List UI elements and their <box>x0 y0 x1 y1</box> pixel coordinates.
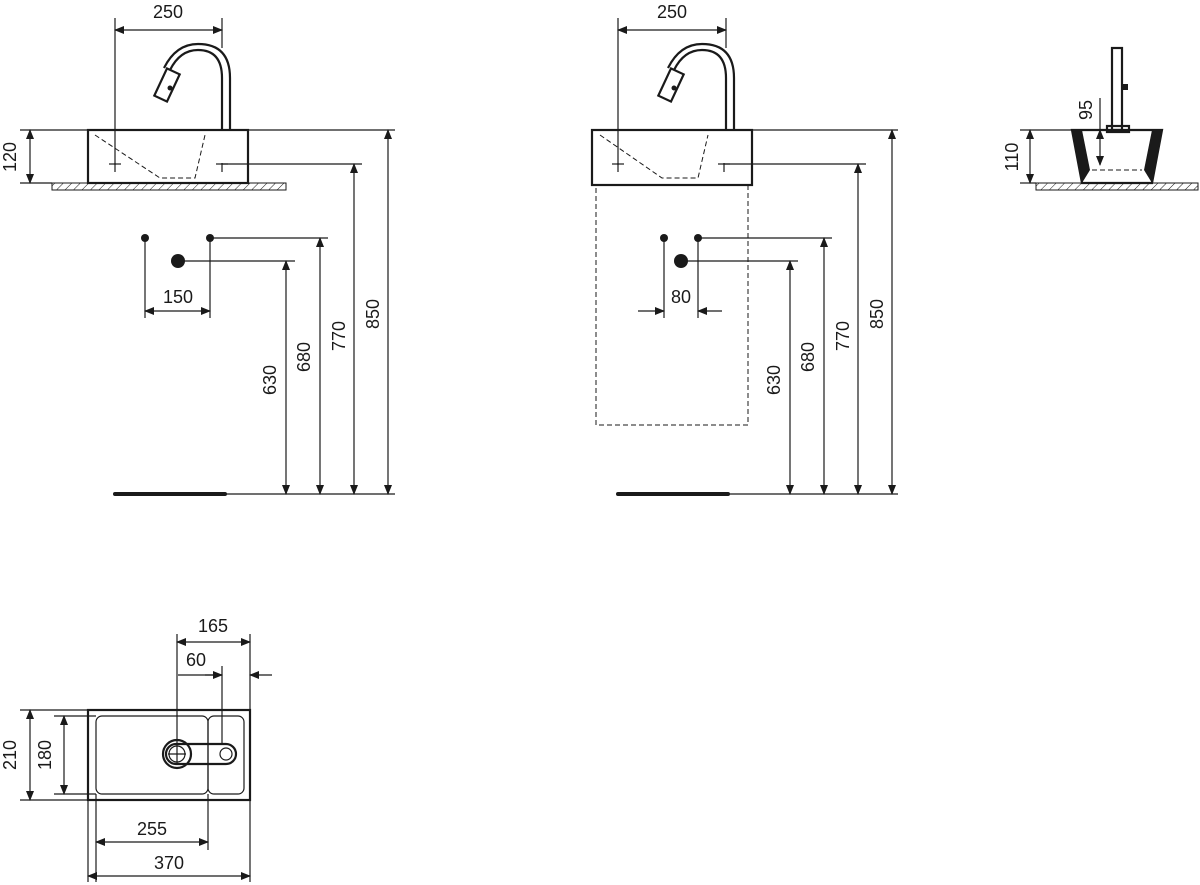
dim-tap-hole-offset: 60 <box>186 650 206 670</box>
front-view-right: 250 80 630 680 770 850 <box>590 2 898 496</box>
basin-body-right <box>590 128 754 187</box>
dim-inner-depth: 180 <box>35 740 55 770</box>
dim-tap-projection: 95 <box>1076 100 1096 120</box>
tap-spout <box>169 48 224 130</box>
dim-tap-offset: 165 <box>198 616 228 636</box>
tap-nozzle-right <box>656 66 686 104</box>
dim-waste-height: 630 <box>260 365 280 395</box>
vanity-cabinet-outline <box>595 184 749 426</box>
dim-tap-hole-height: 770 <box>329 321 349 351</box>
dim-tap-spacing: 250 <box>153 2 183 22</box>
wall-hatch <box>51 182 287 191</box>
side-wall-hatch <box>1035 182 1199 191</box>
dim-rim-height: 850 <box>363 299 383 329</box>
basin-body <box>86 128 250 185</box>
top-view: 165 60 210 180 255 370 <box>0 616 272 882</box>
dim-inlet-height-right: 680 <box>798 342 818 372</box>
top-tap <box>164 742 238 766</box>
dim-basin-height: 120 <box>0 142 20 172</box>
dim-inlet-height: 680 <box>294 342 314 372</box>
top-basin-outer <box>86 708 252 802</box>
dim-waste-height-right: 630 <box>764 365 784 395</box>
dim-rim-height-right: 850 <box>867 299 887 329</box>
tap-nozzle <box>152 66 182 104</box>
dim-bowl-width: 255 <box>137 819 167 839</box>
dim-inlet-spacing-right: 80 <box>671 287 691 307</box>
side-view: 95 110 <box>1002 46 1199 191</box>
top-deck <box>207 715 245 795</box>
dim-tap-hole-height-right: 770 <box>833 321 853 351</box>
dim-tap-spacing-right: 250 <box>657 2 687 22</box>
dim-outer-depth: 210 <box>0 740 20 770</box>
dim-basin-height-side: 110 <box>1002 143 1022 172</box>
dim-inlet-spacing: 150 <box>163 287 193 307</box>
side-tap <box>1110 46 1124 132</box>
dim-overall-width: 370 <box>154 853 184 873</box>
front-view-left: 250 120 150 630 680 770 850 <box>0 2 395 496</box>
